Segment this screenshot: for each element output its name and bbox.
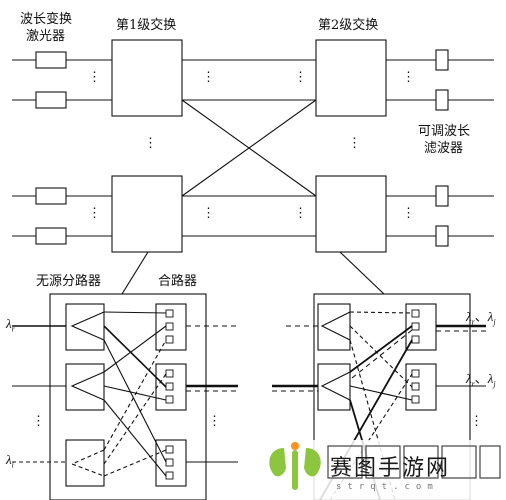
ellipsis-mark: ⋮ [88, 206, 101, 221]
lambda-pair-label-2: λr、λj [466, 371, 496, 389]
watermark-brand: 赛图手游网 [330, 456, 451, 481]
ellipsis-mark: ⋮ [348, 136, 361, 151]
ellipsis-mark: ⋮ [32, 414, 45, 429]
ellipsis-mark: ⋮ [402, 206, 415, 221]
ellipsis-mark: ⋮ [202, 70, 215, 85]
converter-laser-box [35, 51, 67, 69]
stage1-label: 第1级交换 [116, 18, 177, 33]
passive-splitter-label: 无源分路器 [36, 274, 102, 289]
ellipsis-mark: ⋮ [208, 414, 221, 429]
ellipsis-mark: ⋮ [202, 206, 215, 221]
ellipsis-mark: ⋮ [144, 136, 157, 151]
converter-label-line2: 激光器 [26, 29, 66, 44]
ellipsis-mark: ⋮ [88, 70, 101, 85]
splitter-box [317, 303, 351, 351]
tunable-filter-box [435, 225, 449, 247]
filter-label-line2: 滤波器 [424, 141, 464, 156]
tunable-filter-box [435, 185, 449, 207]
stage1-switch-bottom [111, 175, 183, 253]
filter-label-line1: 可调波长 [418, 124, 471, 139]
lambda-i-label: λi [6, 452, 14, 470]
tunable-filter-box [435, 89, 449, 111]
zoom-line [339, 251, 385, 295]
watermark-domain: strqt.com [336, 482, 439, 492]
converter-laser-box [35, 227, 67, 245]
lambda-r-label: λr [6, 316, 15, 334]
stage1-switch-top [111, 39, 183, 117]
stage2-label: 第2级交换 [318, 18, 379, 33]
cross-link [181, 99, 317, 197]
combiner-box [155, 303, 187, 351]
watermark-logo [262, 440, 502, 500]
splitter-box [65, 363, 105, 411]
detail-box-left [49, 293, 207, 500]
converter-label-line1: 波长变换 [20, 12, 73, 27]
stage2-switch-top [315, 39, 387, 117]
combiner-box [405, 363, 437, 411]
converter-laser-box [35, 91, 67, 109]
detail-box-right [313, 293, 471, 500]
ellipsis-mark: ⋮ [294, 70, 307, 85]
splitter-box [65, 303, 105, 351]
tunable-filter-box [435, 49, 449, 71]
splitter-box [65, 439, 105, 487]
combiner-label: 合路器 [158, 274, 198, 289]
lambda-pair-label-1: λr、λj [466, 309, 496, 327]
zoom-line [121, 251, 149, 295]
converter-laser-box [35, 187, 67, 205]
ellipsis-mark: ⋮ [294, 206, 307, 221]
ellipsis-mark: ⋮ [402, 70, 415, 85]
stage2-switch-bottom [315, 175, 387, 253]
ellipsis-mark: ⋮ [470, 414, 483, 429]
